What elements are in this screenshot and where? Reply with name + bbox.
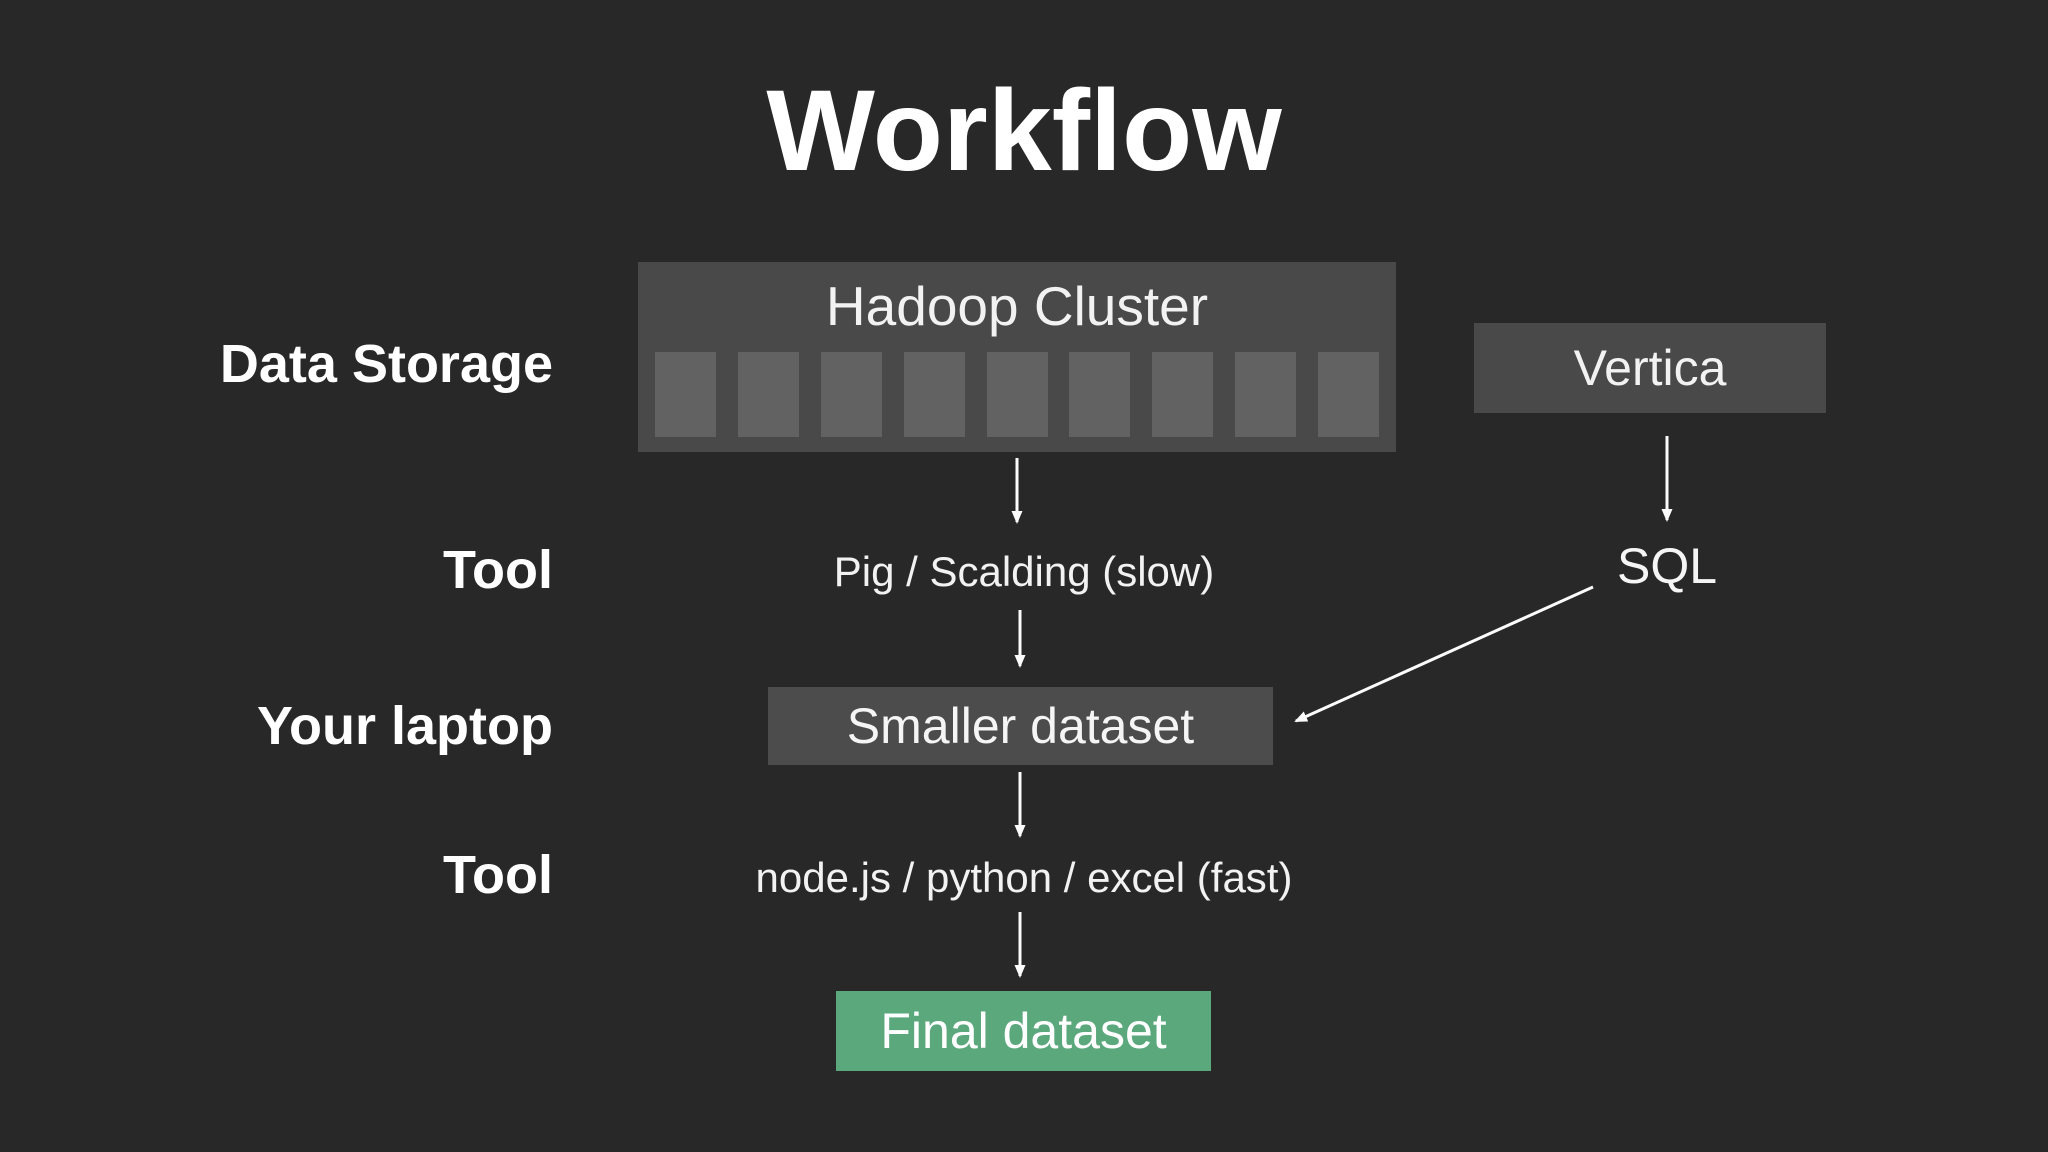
hadoop-machine [986, 352, 1048, 437]
hadoop-machine [655, 352, 716, 437]
hadoop-machine [820, 352, 882, 437]
hadoop-cluster-label: Hadoop Cluster [825, 275, 1209, 337]
hadoop-machine [737, 352, 799, 437]
final-dataset-label: Final dataset [880, 1003, 1167, 1059]
row-label-data-storage: Data Storage [219, 334, 553, 394]
final-dataset-box: Final dataset [836, 991, 1211, 1071]
node-tools-text: node.js / python / excel (fast) [755, 854, 1293, 901]
smaller-dataset-box: Smaller dataset [768, 687, 1273, 765]
hadoop-machine [1235, 352, 1297, 437]
row-label-tool-2: Tool [443, 845, 553, 905]
row-label-your-laptop: Your laptop [257, 696, 553, 756]
hadoop-machine [903, 352, 965, 437]
row-label-tool-1: Tool [443, 540, 553, 600]
smaller-dataset-label: Smaller dataset [846, 698, 1195, 754]
vertica-box: Vertica [1474, 323, 1826, 413]
hadoop-machines [655, 352, 1379, 437]
hadoop-machine [1318, 352, 1379, 437]
hadoop-machine [1152, 352, 1214, 437]
pig-scalding-text: Pig / Scalding (slow) [833, 548, 1215, 595]
sql-text: SQL [1616, 538, 1718, 594]
slide-title: Workflow [766, 67, 1282, 195]
vertica-label: Vertica [1573, 340, 1727, 396]
connector-sql-to-smaller [1294, 585, 1594, 723]
hadoop-machine [1069, 352, 1131, 437]
hadoop-cluster-box: Hadoop Cluster [638, 262, 1396, 452]
